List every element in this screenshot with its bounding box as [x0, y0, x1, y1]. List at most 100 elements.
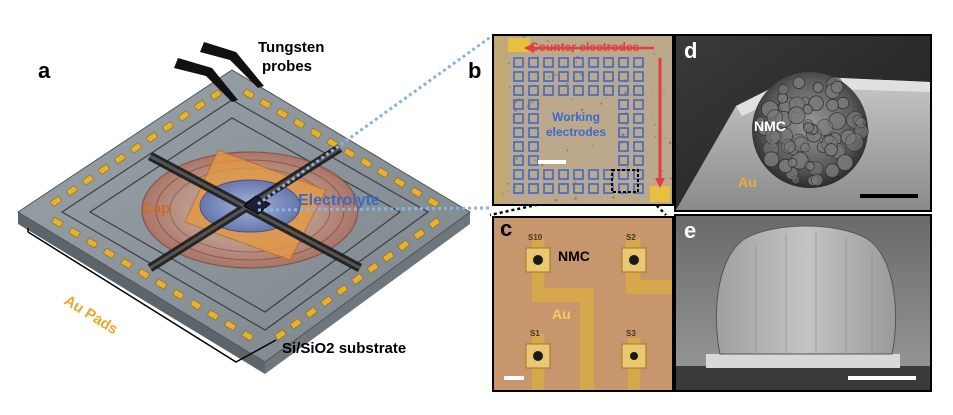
electrode-square [528, 127, 539, 138]
electrode-square [513, 113, 524, 124]
speckle [664, 137, 666, 139]
nmc-grain [810, 173, 824, 187]
speckle [531, 101, 534, 104]
speckle [515, 157, 518, 160]
device-schematic [17, 42, 471, 374]
pad-label-bl: S1 [530, 329, 540, 338]
nmc-grain [808, 95, 824, 111]
electrode-square [543, 85, 554, 96]
electrode-square [573, 169, 584, 180]
speckle [571, 49, 574, 53]
electrode-square [603, 57, 614, 68]
au-pad [382, 250, 395, 263]
electrode-square [633, 99, 644, 110]
panel-c: S10 S2 S1 S3 NMC Au [492, 216, 674, 392]
speckle [602, 126, 604, 128]
au-pad [335, 284, 349, 296]
panel-a: a Tungsten probes Cap Electrolyte Au Pad… [17, 38, 471, 374]
speckle [580, 108, 584, 111]
speckle [548, 139, 550, 140]
electrode-square [528, 169, 539, 180]
counter-electrodes-label: Counter electrodes [530, 40, 640, 54]
speckle [533, 101, 534, 102]
nmc-grain [780, 138, 796, 154]
speckle [554, 198, 557, 202]
au-pad [224, 319, 237, 331]
electrode-square [618, 127, 629, 138]
au-pad [49, 195, 63, 208]
speckle [580, 73, 583, 76]
speckle [547, 40, 550, 42]
electrode-array [494, 36, 672, 204]
speckle [641, 177, 643, 179]
speckle [552, 40, 554, 41]
speckle [664, 122, 666, 123]
speckle [573, 109, 575, 111]
au-pad [129, 142, 143, 154]
electrode-square [618, 85, 629, 96]
speckle [669, 177, 672, 180]
speckle [552, 128, 555, 131]
nmc-grain [836, 96, 850, 110]
electrode-square [558, 85, 569, 96]
speckle [625, 123, 628, 126]
electrode-square [558, 57, 569, 68]
au-pad [206, 309, 220, 321]
nmc-label-d: NMC [754, 118, 786, 134]
zoomed-electrodes [494, 218, 672, 390]
speckle [611, 118, 612, 119]
cap-label: Cap [142, 200, 171, 217]
speckle [626, 166, 629, 169]
au-pad [242, 88, 256, 100]
speckle [604, 49, 606, 52]
speckle [613, 82, 615, 84]
nmc-label-c: NMC [558, 248, 590, 264]
nmc-grain [830, 80, 844, 94]
sem-image-d [676, 36, 930, 210]
electrode-square [573, 85, 584, 96]
speckle [514, 100, 518, 103]
nmc-grain [803, 122, 815, 133]
working-line-1: Working [552, 110, 600, 124]
au-pad [137, 268, 151, 280]
au-label-d: Au [738, 174, 757, 190]
speckle [518, 63, 519, 64]
au-pad [113, 152, 127, 165]
speckle [534, 159, 537, 161]
electrode-square [603, 85, 614, 96]
speckle [641, 64, 643, 65]
electrode-square [528, 141, 539, 152]
panel-e [674, 214, 932, 392]
speckle [602, 100, 603, 101]
electrode-square [528, 57, 539, 68]
speckle [614, 63, 615, 65]
au-pad [428, 217, 441, 229]
nmc-grain [816, 118, 834, 136]
electrode-square [588, 71, 599, 82]
electrode-square [513, 169, 524, 180]
au-pad [366, 262, 380, 274]
nmc-grain [812, 82, 824, 93]
nmc-grain [825, 163, 840, 178]
panel-letter-e: e [684, 218, 697, 243]
speckle [580, 129, 582, 131]
speckle [653, 80, 654, 81]
electrode-square [543, 71, 554, 82]
electrode-square [573, 57, 584, 68]
au-pad [68, 227, 81, 239]
speckle [590, 91, 592, 92]
speckle [536, 43, 539, 46]
electrode-square [558, 71, 569, 82]
speckle [615, 154, 616, 156]
speckle [566, 149, 569, 152]
electrode-square [513, 141, 524, 152]
panel-letter-d: d [684, 38, 698, 63]
speckle [621, 133, 625, 137]
speckle [574, 181, 577, 184]
electrode-square [618, 141, 629, 152]
au-pad [154, 278, 168, 290]
probes-line-2: probes [262, 58, 313, 75]
speckle [514, 185, 517, 189]
speckle [647, 109, 649, 111]
tungsten-probes-label: Tungsten probes [258, 38, 324, 76]
